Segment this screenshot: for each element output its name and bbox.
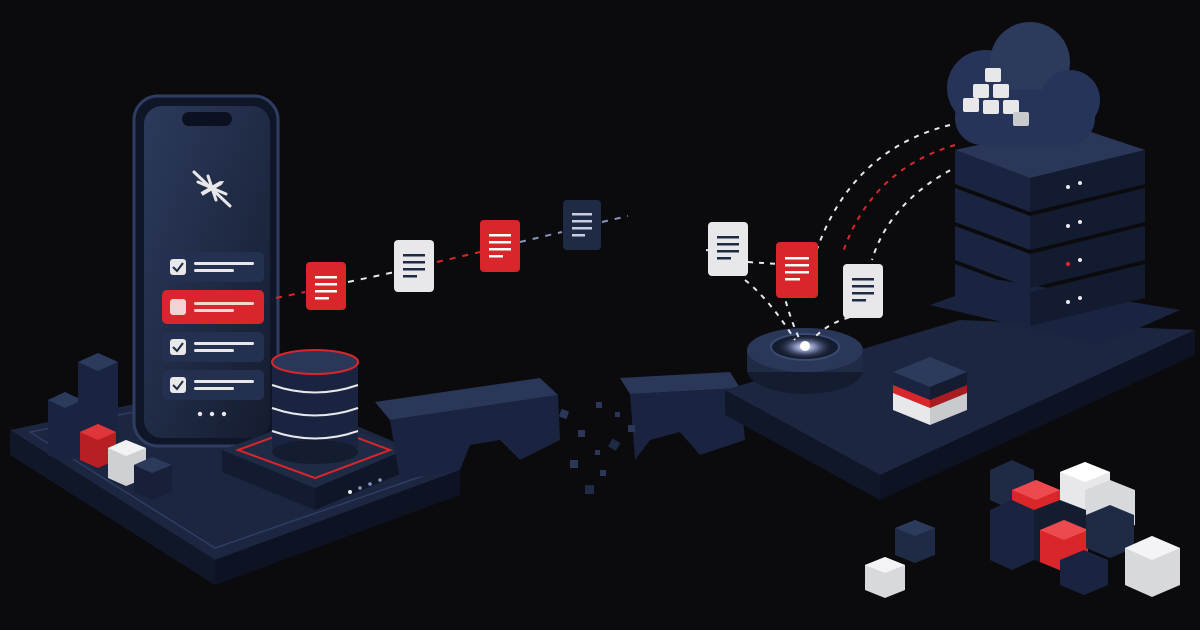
stacked-blocks <box>893 357 967 425</box>
server-unit <box>955 226 1145 288</box>
phone-list <box>162 252 264 417</box>
list-item <box>162 332 264 362</box>
check-icon <box>170 259 186 275</box>
server-unit <box>955 125 1145 212</box>
left-bars <box>48 353 118 463</box>
sync-receiver <box>747 328 863 394</box>
list-item <box>162 370 264 400</box>
document-icon <box>306 262 346 310</box>
left-cube-navy <box>134 457 172 500</box>
page-dots <box>197 411 227 417</box>
document-icon <box>708 222 748 276</box>
check-icon <box>170 339 186 355</box>
sync-path-left <box>275 215 629 299</box>
document-icon <box>563 200 601 250</box>
server-rack <box>955 125 1145 326</box>
list-item <box>162 252 264 282</box>
document-icon <box>843 264 883 318</box>
document-icon <box>776 242 818 298</box>
bridge-debris <box>558 402 635 494</box>
loose-cubes <box>865 520 935 598</box>
smartphone <box>132 94 280 448</box>
check-icon <box>170 377 186 393</box>
phone-notch <box>182 112 232 126</box>
local-database <box>222 349 405 510</box>
server-unit <box>955 188 1145 250</box>
document-icon <box>394 240 434 292</box>
cube-cluster <box>990 460 1180 597</box>
server-unit <box>955 264 1145 326</box>
airplane-off-icon <box>192 170 232 208</box>
data-cubes <box>963 68 1029 126</box>
document-icon <box>480 220 520 272</box>
cloud-icon <box>947 22 1100 145</box>
left-cube-red <box>80 424 116 468</box>
broken-bridge-right <box>620 372 745 460</box>
broken-bridge-left <box>375 378 560 480</box>
list-item-error <box>162 290 264 324</box>
